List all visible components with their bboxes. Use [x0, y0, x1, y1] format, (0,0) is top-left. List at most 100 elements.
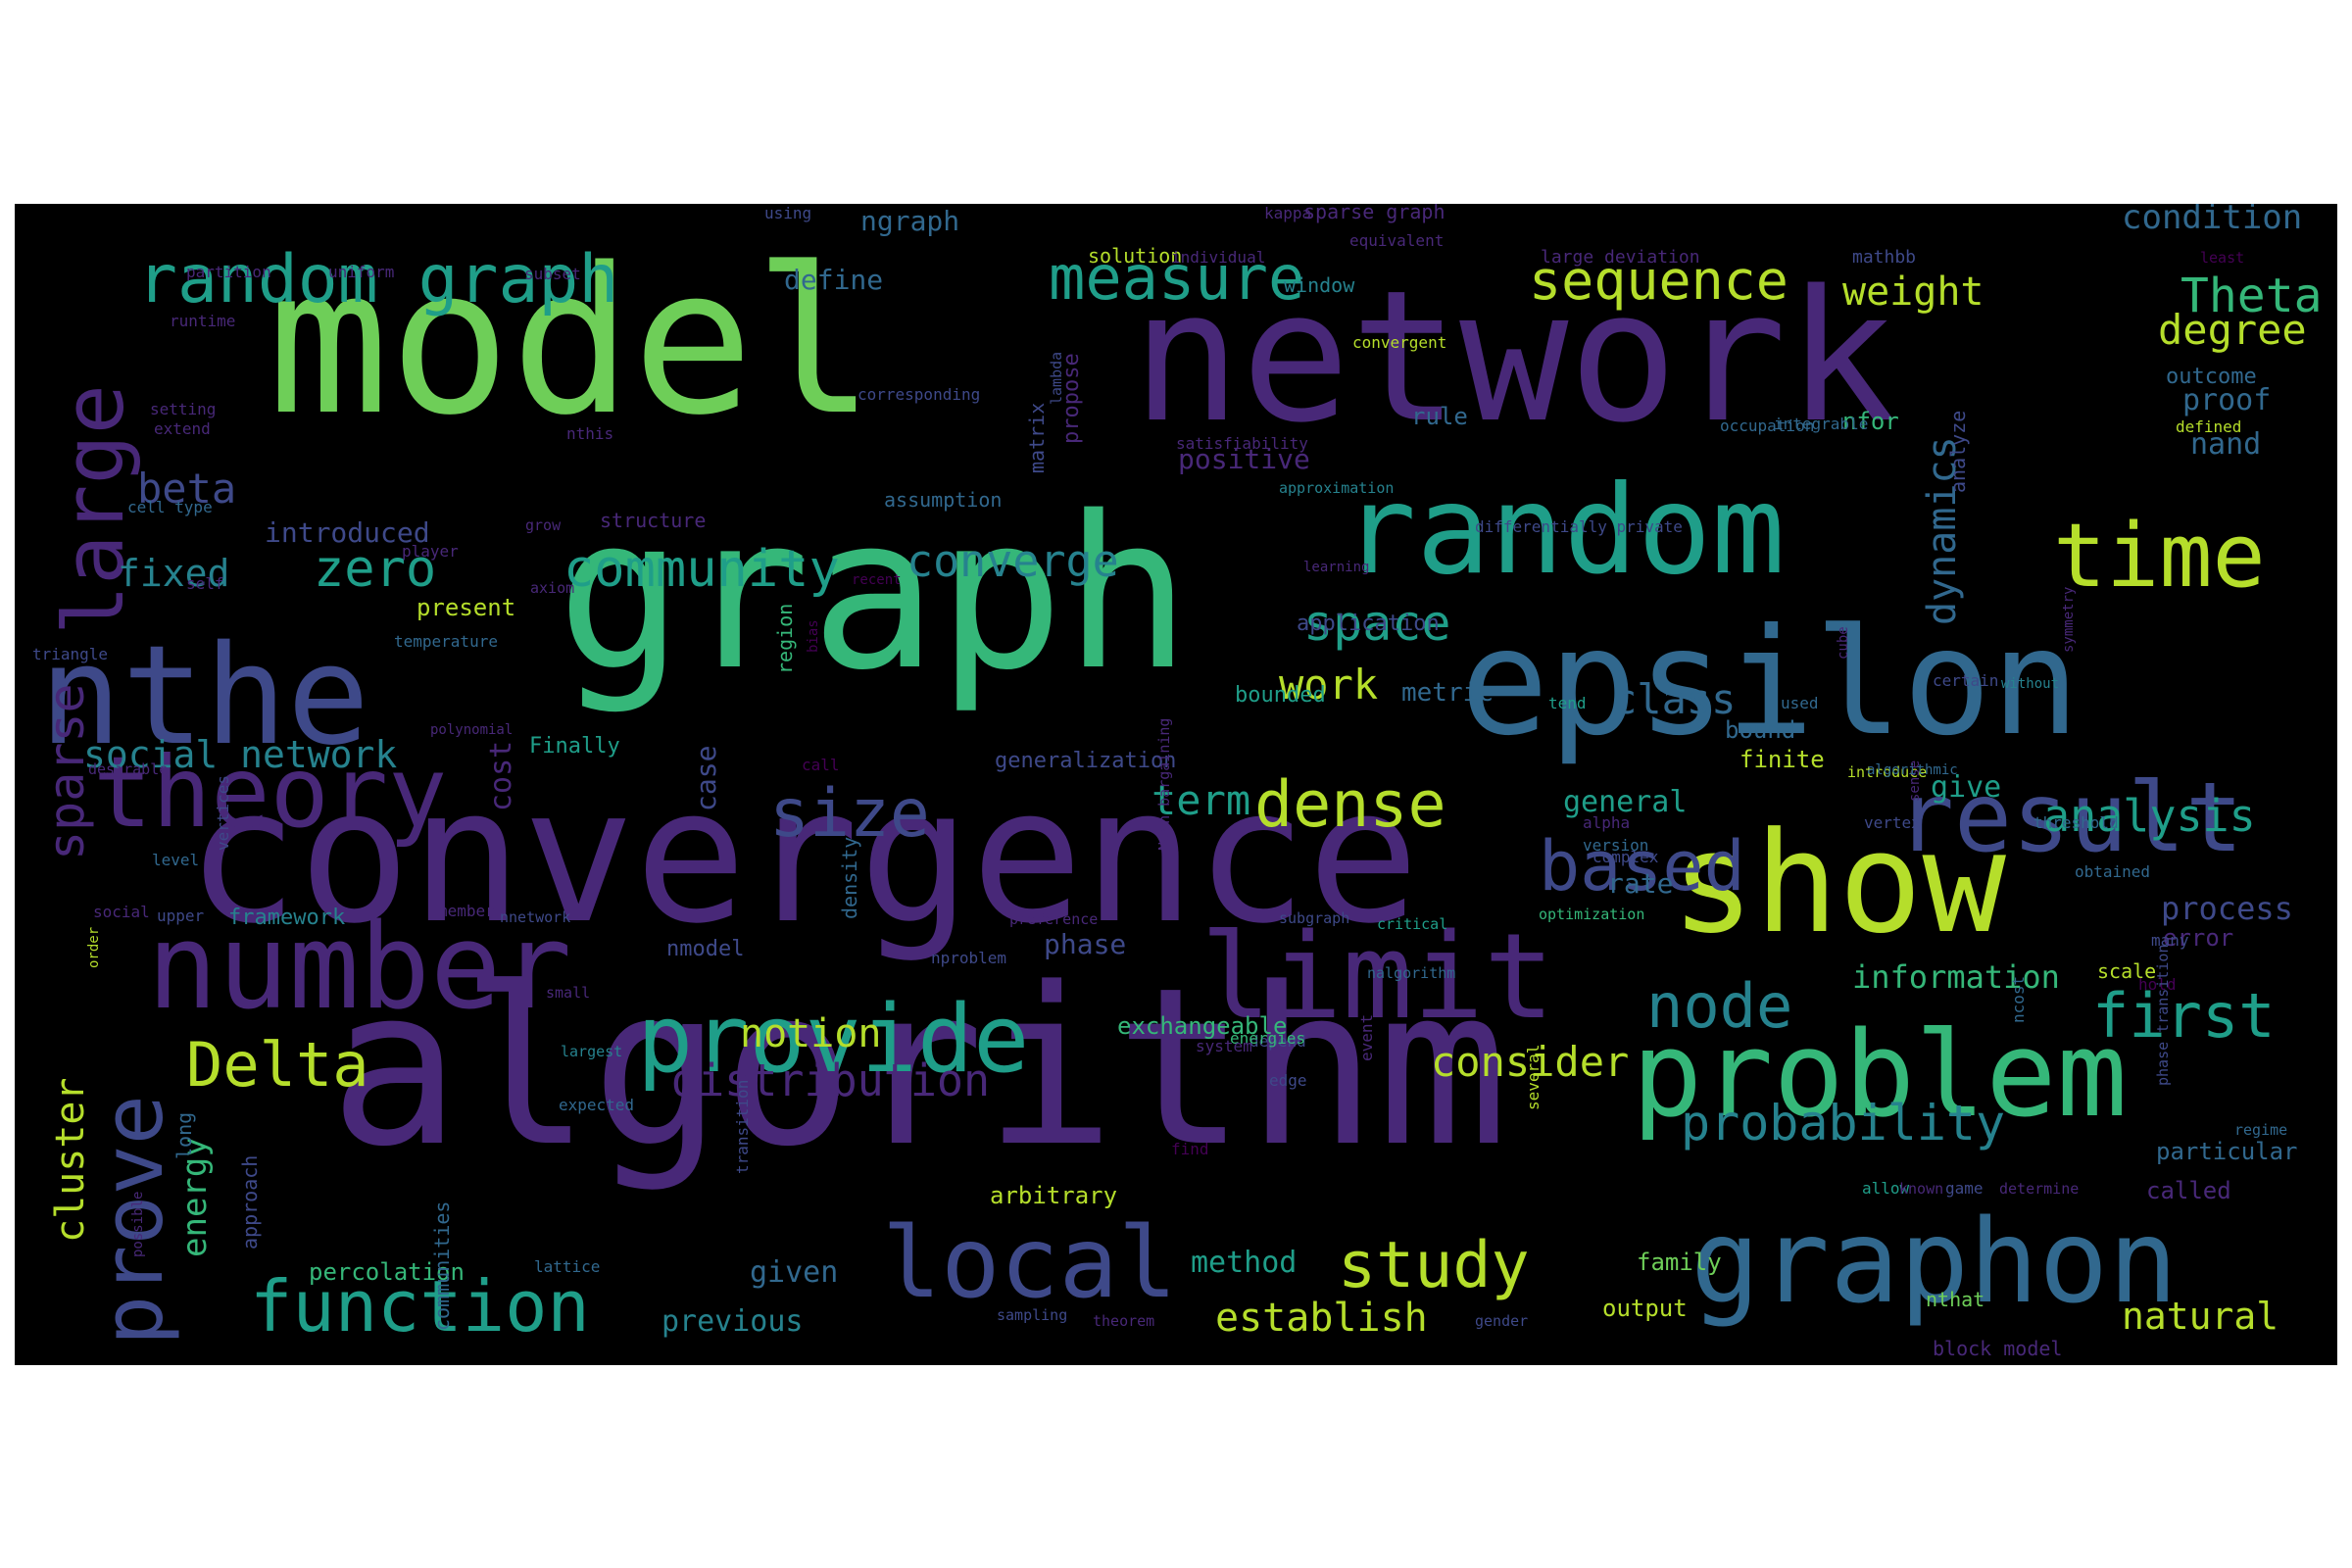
cloud-word: small [546, 984, 590, 1002]
cloud-word: error [2163, 924, 2233, 952]
cloud-word: analyze [1946, 411, 1970, 493]
cloud-word: depend [1250, 1032, 1306, 1051]
cloud-word: solution [1088, 244, 1182, 268]
cloud-word: zero [314, 540, 436, 599]
cloud-word: occupation [1720, 416, 1814, 435]
cloud-word: Theta [2180, 269, 2323, 323]
cloud-word: bounded [1235, 683, 1326, 708]
cloud-word: community [564, 540, 840, 599]
cloud-word: size [769, 775, 930, 853]
cloud-word: notion [740, 1011, 882, 1056]
cloud-word: network [1132, 251, 1896, 463]
cloud-word: region [773, 604, 797, 674]
cloud-word: differentially private [1475, 517, 1683, 536]
cloud-word: term [1152, 776, 1250, 824]
cloud-word: optimization [1539, 906, 1644, 923]
cloud-word: expected [559, 1096, 634, 1114]
cloud-word: cost [484, 741, 518, 811]
cloud-word: largest [561, 1043, 622, 1060]
cloud-word: recent [852, 572, 902, 588]
cloud-word: rule [1411, 403, 1468, 430]
cloud-word: structure [600, 509, 706, 532]
cloud-word: distribution [671, 1054, 990, 1106]
cloud-word: introduce [1847, 763, 1927, 781]
cloud-word: individual [1171, 248, 1265, 267]
cloud-word: approximation [1279, 479, 1394, 497]
cloud-word: nthat [1926, 1288, 1984, 1311]
cloud-word: allow [1862, 1179, 1910, 1198]
cloud-word: outcome [2166, 365, 2257, 389]
cloud-word: hold [2138, 975, 2177, 994]
cloud-word: provide [637, 986, 1029, 1094]
cloud-word: beta [137, 465, 236, 513]
cloud-word: density [838, 837, 861, 919]
cloud-word: grow [525, 516, 562, 534]
cloud-word: time [2053, 505, 2266, 608]
cloud-word: phase [1044, 928, 1126, 960]
cloud-word: kappa [1264, 204, 1311, 222]
cloud-word: system [1196, 1037, 1252, 1055]
cloud-word: least [2200, 249, 2244, 267]
cloud-word: dynamics [1920, 436, 1965, 625]
cloud-word: complex [1592, 848, 1659, 866]
cloud-word: cluster [48, 1077, 93, 1243]
cloud-word: theory [93, 735, 447, 850]
cloud-word: obtained [2075, 862, 2150, 881]
cloud-word: nfor [1842, 408, 1899, 435]
cloud-word: defined [2176, 417, 2241, 436]
cloud-word: graphon [1690, 1194, 2178, 1329]
cloud-word: temperature [394, 632, 498, 651]
cloud-word: energy [175, 1137, 215, 1257]
cloud-word: social network [83, 733, 397, 776]
cloud-word: method [1191, 1246, 1297, 1280]
cloud-word: determine [1999, 1180, 2079, 1198]
cloud-word: ncost [2009, 976, 2028, 1023]
cloud-word: algorithmic [1867, 762, 1958, 778]
cloud-word: show [1671, 803, 2006, 964]
cloud-word: model [268, 224, 875, 460]
cloud-word: nthe [39, 616, 369, 776]
cloud-word: without [2001, 676, 2059, 692]
cloud-word: node [1646, 970, 1792, 1042]
cloud-word: propose [1059, 353, 1084, 444]
cloud-word: application [1297, 612, 1440, 636]
cloud-word: alpha [1583, 813, 1630, 832]
cloud-word: lattice [534, 1257, 600, 1276]
cloud-word: present [416, 594, 515, 621]
cloud-word: large [46, 384, 143, 635]
cloud-word: measure [1049, 242, 1304, 314]
cloud-word: known [1899, 1180, 1943, 1198]
cloud-word: random [1343, 460, 1786, 602]
cloud-word: Nash bargaining [1155, 718, 1173, 851]
cloud-word: give [1931, 770, 2001, 805]
cloud-word: local [882, 1205, 1177, 1320]
cloud-word: problem [1632, 1007, 2128, 1144]
cloud-word: gender [1475, 1312, 1528, 1330]
cloud-word: nthis [566, 424, 613, 443]
cloud-word: nproblem [931, 949, 1006, 967]
cloud-word: analysis [2043, 790, 2256, 842]
cloud-word: exchangeable [1117, 1012, 1287, 1040]
cloud-word: used [1781, 694, 1819, 712]
cloud-word: prove [85, 1095, 182, 1346]
cloud-word: order [86, 927, 102, 968]
cloud-word: epsilon [1460, 598, 2080, 768]
cloud-word: using [764, 204, 811, 222]
cloud-word: phase transition [2154, 945, 2172, 1087]
cloud-word: certain [1933, 671, 1998, 690]
cloud-word: upper [157, 906, 205, 925]
cloud-word: subgraph [1279, 909, 1349, 927]
cloud-word: game [1945, 1179, 1984, 1198]
cloud-word: output [1602, 1295, 1688, 1322]
cloud-word: percolation [309, 1258, 465, 1286]
cloud-word: lambda [1048, 352, 1065, 405]
cloud-word: limit [1200, 909, 1554, 1046]
cloud-word: natural [2122, 1295, 2278, 1338]
cloud-word: extend [154, 419, 211, 438]
cloud-word: positive [1178, 443, 1310, 475]
cloud-word: possible [130, 1192, 146, 1257]
cloud-word: result [1896, 762, 2243, 874]
